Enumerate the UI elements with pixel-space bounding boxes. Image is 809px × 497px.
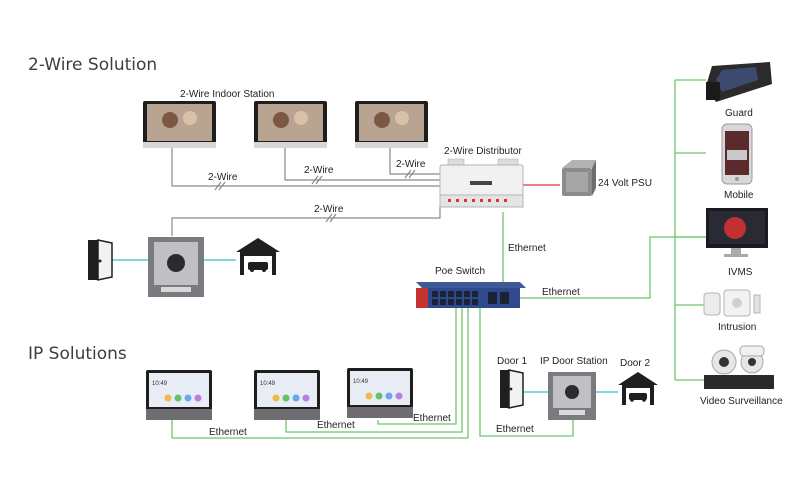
psu-label: 24 Volt PSU	[598, 178, 652, 189]
ip-indoor-station-3: 10:49	[347, 368, 413, 418]
ethernet-ip1-label: Ethernet	[209, 427, 247, 438]
ip-indoor-station-1: 10:49	[146, 370, 212, 420]
ip-solutions-title: IP Solutions	[28, 344, 127, 364]
mobile-label: Mobile	[724, 190, 754, 201]
garage-icon-ip	[618, 372, 658, 405]
wire-label-3: 2-Wire	[396, 159, 426, 170]
ivms-device	[706, 208, 768, 257]
indoor-station-2	[254, 101, 327, 148]
guard-device	[706, 62, 772, 102]
ethernet-switch-label: Ethernet	[542, 287, 580, 298]
wire-label-4: 2-Wire	[314, 204, 344, 215]
indoor-station-label: 2-Wire Indoor Station	[180, 89, 275, 100]
intrusion-label: Intrusion	[718, 322, 756, 333]
video-surveillance-device	[704, 345, 774, 389]
indoor-station-1	[143, 101, 216, 148]
distributor-device	[439, 158, 524, 208]
ethernet-door-label: Ethernet	[496, 424, 534, 435]
intrusion-device	[703, 289, 761, 317]
garage-icon-2wire	[236, 238, 280, 275]
door2-label: Door 2	[620, 358, 650, 369]
wire-label-2: 2-Wire	[304, 165, 334, 176]
ip-door-station-label: IP Door Station	[540, 356, 608, 367]
poe-switch-device	[416, 282, 526, 308]
two-wire-title: 2-Wire Solution	[28, 55, 157, 75]
ethernet-ip2-label: Ethernet	[317, 420, 355, 431]
ip-screen-time-3: 10:49	[353, 379, 369, 385]
ip-indoor-station-2: 10:49	[254, 370, 320, 420]
mobile-device	[721, 123, 753, 185]
door1-label: Door 1	[497, 356, 527, 367]
ip-screen-time-1: 10:49	[152, 381, 168, 387]
door-icon-2wire	[88, 239, 113, 281]
two-wire-lines	[171, 148, 441, 236]
indoor-station-3	[355, 101, 428, 148]
ethernet-lines	[171, 79, 706, 439]
ip-door-station-device	[548, 372, 596, 420]
ivms-label: IVMS	[728, 267, 753, 278]
psu-device	[562, 160, 596, 196]
ethernet-distributor-label: Ethernet	[508, 243, 546, 254]
distributor-label: 2-Wire Distributor	[444, 146, 522, 157]
guard-label: Guard	[725, 108, 753, 119]
poe-switch-label: Poe Switch	[435, 266, 485, 277]
video-surveillance-label: Video Surveillance	[700, 396, 783, 407]
ethernet-ip3-label: Ethernet	[413, 413, 451, 424]
door-station-2wire	[148, 237, 204, 297]
door-icon-ip	[500, 369, 524, 409]
ip-screen-time-2: 10:49	[260, 381, 276, 387]
wire-label-1: 2-Wire	[208, 172, 238, 183]
